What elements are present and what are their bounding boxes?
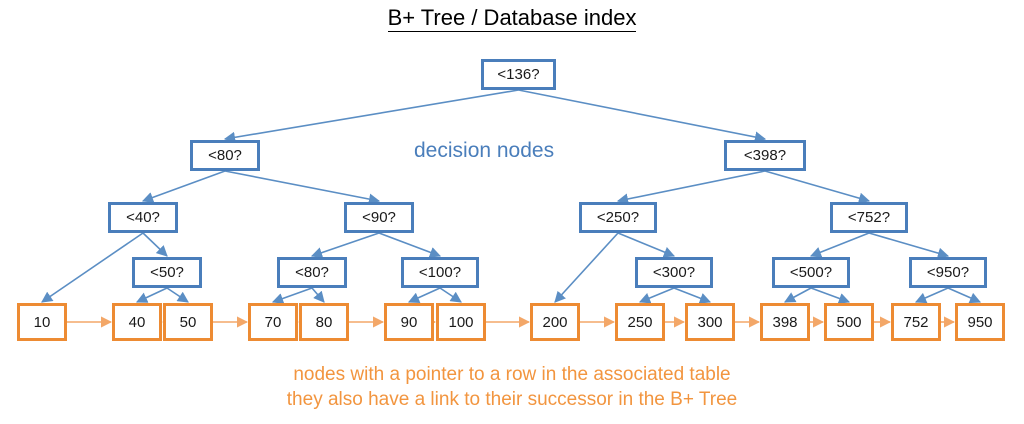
decision-nodes-annotation: decision nodes [414, 139, 555, 162]
decision-node-label: <500? [789, 264, 833, 281]
decision-node-d100[interactable]: <100? [401, 257, 479, 288]
edge-d250-to-l200 [554, 232, 619, 303]
decision-node-label: <100? [418, 264, 462, 281]
decision-node-label: <950? [926, 264, 970, 281]
decision-node-label: <90? [362, 209, 396, 226]
decision-node-label: <136? [497, 66, 540, 83]
edge-d80b-to-l70 [271, 287, 313, 304]
edge-d752-to-d500 [809, 232, 870, 258]
edge-d300-to-l300 [673, 287, 712, 304]
edge-d50-to-l50 [166, 287, 189, 303]
edge-d398-to-d250 [616, 170, 766, 205]
leaf-node-label: 70 [264, 313, 282, 331]
decision-node-root[interactable]: <136? [481, 59, 556, 90]
edge-d40-to-l10 [41, 232, 144, 303]
leaf-node-label: 90 [400, 313, 418, 331]
decision-node-d90[interactable]: <90? [344, 202, 414, 233]
edge-d250-to-d300 [617, 232, 676, 258]
leaf-node-label: 40 [128, 313, 146, 331]
leaf-node-l752[interactable]: 752 [891, 303, 941, 341]
caption-line-2: they also have a link to their successor… [286, 389, 738, 410]
decision-node-label: <40? [126, 209, 160, 226]
decision-node-d500[interactable]: <500? [772, 257, 850, 288]
decision-node-d80b[interactable]: <80? [277, 257, 347, 288]
edge-d500-to-l398 [784, 287, 812, 303]
edge-d950-to-l950 [947, 287, 982, 304]
page-title: B+ Tree / Database index [0, 5, 1024, 32]
leaf-node-l398[interactable]: 398 [760, 303, 810, 341]
decision-node-d950[interactable]: <950? [909, 257, 987, 288]
leaf-node-label: 752 [903, 313, 929, 331]
edge-d752-to-d950 [868, 232, 950, 259]
edge-root-to-d398 [518, 89, 767, 143]
edge-d500-to-l500 [810, 287, 851, 304]
leaf-node-l80[interactable]: 80 [299, 303, 349, 341]
leaf-nodes-caption: nodes with a pointer to a row in the ass… [0, 362, 1024, 412]
edge-d80-to-d40 [141, 170, 226, 203]
edge-d300-to-l250 [638, 287, 675, 304]
leaf-node-label: 500 [836, 313, 862, 331]
leaf-node-l300[interactable]: 300 [685, 303, 735, 341]
leaf-node-l200[interactable]: 200 [530, 303, 580, 341]
decision-node-label: <80? [208, 147, 242, 164]
page-title-text: B+ Tree / Database index [387, 5, 637, 32]
leaf-node-label: 398 [772, 313, 798, 331]
leaf-node-l40[interactable]: 40 [112, 303, 162, 341]
edge-d80b-to-l80 [311, 287, 325, 303]
leaf-node-l90[interactable]: 90 [384, 303, 434, 341]
leaf-node-label: 300 [697, 313, 723, 331]
edge-root-to-d80 [223, 89, 519, 143]
decision-node-d250[interactable]: <250? [579, 202, 657, 233]
leaf-node-label: 250 [627, 313, 653, 331]
edge-d50-to-l40 [135, 287, 168, 303]
decision-node-d300[interactable]: <300? [635, 257, 713, 288]
decision-node-d80[interactable]: <80? [190, 140, 260, 171]
edge-d950-to-l752 [914, 287, 949, 304]
leaf-node-l500[interactable]: 500 [824, 303, 874, 341]
leaf-node-label: 50 [179, 313, 197, 331]
decision-node-d752[interactable]: <752? [830, 202, 908, 233]
decision-node-label: <250? [596, 209, 640, 226]
leaf-node-l10[interactable]: 10 [17, 303, 67, 341]
decision-node-label: <50? [150, 264, 184, 281]
decision-node-label: <300? [652, 264, 696, 281]
edge-d40-to-d50 [142, 232, 168, 257]
caption-line-1: nodes with a pointer to a row in the ass… [293, 364, 731, 385]
leaf-node-label: 100 [448, 313, 474, 331]
decision-node-label: <752? [847, 209, 891, 226]
decision-node-label: <80? [295, 264, 329, 281]
leaf-node-l50[interactable]: 50 [163, 303, 213, 341]
edge-d100-to-l100 [439, 287, 462, 303]
leaf-node-label: 10 [33, 313, 51, 331]
leaf-node-label: 80 [315, 313, 333, 331]
decision-node-d398[interactable]: <398? [724, 140, 806, 171]
leaf-node-l100[interactable]: 100 [436, 303, 486, 341]
decision-node-label: <398? [743, 147, 787, 164]
leaf-node-l70[interactable]: 70 [248, 303, 298, 341]
edge-d90-to-d100 [378, 232, 442, 258]
leaf-node-l250[interactable]: 250 [615, 303, 665, 341]
leaf-node-label: 200 [542, 313, 568, 331]
edge-d80-to-d90 [224, 170, 381, 205]
leaf-node-label: 950 [967, 313, 993, 331]
decision-node-d40[interactable]: <40? [108, 202, 178, 233]
decision-node-d50[interactable]: <50? [132, 257, 202, 288]
edge-d100-to-l90 [407, 287, 441, 303]
leaf-node-l950[interactable]: 950 [955, 303, 1005, 341]
edge-d90-to-d80b [310, 232, 380, 259]
edge-d398-to-d752 [764, 170, 871, 204]
